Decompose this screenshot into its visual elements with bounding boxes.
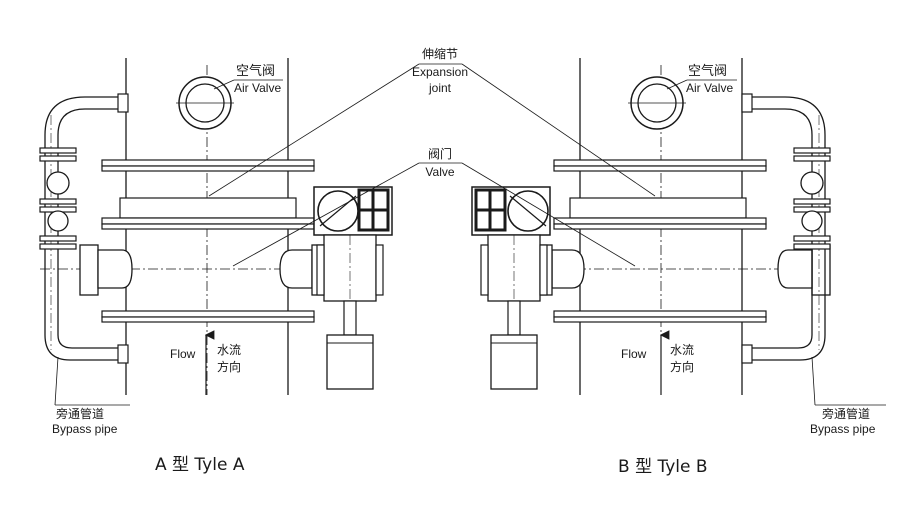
type-b-flanges	[553, 159, 767, 323]
type-a-flanges	[101, 159, 315, 323]
expansion-cn-label: 伸缩节	[422, 46, 458, 61]
air-valve-cn-label-b: 空气阀	[688, 63, 727, 79]
flow-en-label-a: Flow	[170, 347, 196, 361]
bypass-cn-label-b: 旁通管道	[822, 406, 870, 421]
air-valve-en-label-b: Air Valve	[686, 81, 733, 95]
type-b-leaders	[461, 63, 886, 406]
valve-en-label: Valve	[425, 165, 454, 179]
expansion-en-label: Expansion	[412, 65, 468, 79]
valve-cn-label: 阀门	[428, 146, 452, 161]
air-valve-en-label-a: Air Valve	[234, 81, 281, 95]
bypass-en-label-a: Bypass pipe	[52, 422, 118, 436]
type-b-assembly	[461, 58, 886, 406]
flow-cn-label-b-1: 水流	[670, 343, 694, 357]
type-a-air-valve	[176, 76, 234, 130]
flow-cn-label-a-1: 水流	[217, 343, 241, 357]
flow-en-label-b: Flow	[621, 347, 647, 361]
type-a-assembly	[39, 58, 420, 406]
type-a-valve	[313, 186, 393, 390]
type-a-leaders	[54, 63, 420, 406]
type-b-bypass-pipe	[741, 93, 831, 364]
flow-cn-label-a-2: 方向	[217, 359, 241, 374]
air-valve-cn-label-a: 空气阀	[236, 63, 275, 79]
bypass-en-label-b: Bypass pipe	[810, 422, 876, 436]
type-a-title: A 型 Tyle A	[155, 455, 245, 475]
flow-cn-label-b-2: 方向	[670, 359, 694, 374]
type-a-left-stub	[79, 244, 133, 296]
bypass-cn-label-a: 旁通管道	[56, 406, 104, 421]
type-a-bypass-pipe	[39, 93, 129, 364]
expansion-en-label-2: joint	[428, 81, 452, 95]
type-b-air-valve	[628, 76, 686, 130]
type-b-valve	[471, 186, 551, 390]
type-b-title: B 型 Tyle B	[618, 457, 708, 477]
type-b-right-stub	[777, 244, 831, 296]
